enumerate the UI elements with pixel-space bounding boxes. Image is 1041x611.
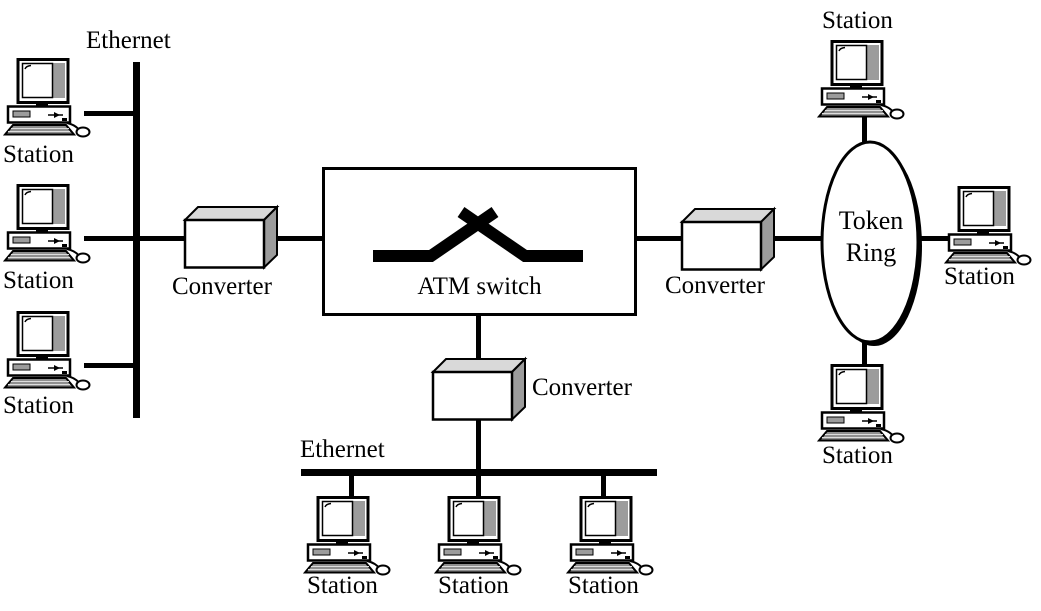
station-ring-top-icon	[817, 40, 911, 120]
link-converter-right-to-ring	[758, 236, 826, 241]
station-left-bottom-icon	[3, 311, 97, 391]
converter-right-label: Converter	[665, 272, 765, 299]
converter-bottom-label: Converter	[532, 374, 632, 401]
station-ring-right-icon	[944, 186, 1038, 266]
converter-left-label: Converter	[172, 273, 272, 300]
station-ring-right-label: Station	[944, 263, 1015, 290]
link-station-top-to-ring	[862, 116, 867, 146]
station-left-middle-icon	[3, 184, 97, 264]
link-ring-to-station-bottom	[862, 340, 867, 368]
station-bottom-left-icon	[303, 496, 397, 576]
ethernet-bottom-bus	[301, 469, 657, 476]
station-left-bottom-label: Station	[3, 392, 74, 419]
token-ring-ellipse	[820, 140, 922, 346]
station-left-middle-label: Station	[3, 267, 74, 294]
ethernet-left-label: Ethernet	[86, 27, 171, 54]
station-bottom-center-label: Station	[438, 572, 509, 599]
atm-switch-label: ATM switch	[417, 273, 542, 300]
link-atm-to-converter-right	[635, 236, 682, 241]
station-left-top-label: Station	[3, 141, 74, 168]
link-station-left-middle-to-converter	[84, 236, 184, 241]
stub-station-bottom-right	[601, 474, 606, 502]
token-ring-label-line1: Token	[838, 206, 904, 235]
link-ring-to-station-right	[916, 236, 952, 241]
station-bottom-center-icon	[434, 496, 528, 576]
token-ring-label-line2: Ring	[845, 238, 897, 267]
station-ring-bottom-label: Station	[822, 442, 893, 469]
ethernet-bottom-label: Ethernet	[300, 436, 385, 463]
station-ring-bottom-icon	[817, 364, 911, 444]
converter-bottom-icon	[429, 356, 529, 424]
link-station-left-top	[84, 111, 133, 116]
station-bottom-right-icon	[566, 496, 660, 576]
station-bottom-left-label: Station	[307, 572, 378, 599]
link-station-left-bottom	[84, 363, 133, 368]
link-converter-left-to-atm	[272, 236, 322, 241]
station-bottom-right-label: Station	[568, 572, 639, 599]
stub-station-bottom-left	[349, 474, 354, 502]
switch-fabric-icon	[373, 207, 583, 262]
atm-switch-box: ATM switch	[322, 167, 637, 316]
converter-left-icon	[181, 204, 281, 272]
station-ring-top-label: Station	[822, 7, 893, 34]
station-left-top-icon	[3, 58, 97, 138]
converter-right-icon	[678, 206, 778, 274]
link-atm-to-converter-bottom	[476, 312, 481, 364]
link-converter-bottom-to-bus	[476, 420, 481, 504]
